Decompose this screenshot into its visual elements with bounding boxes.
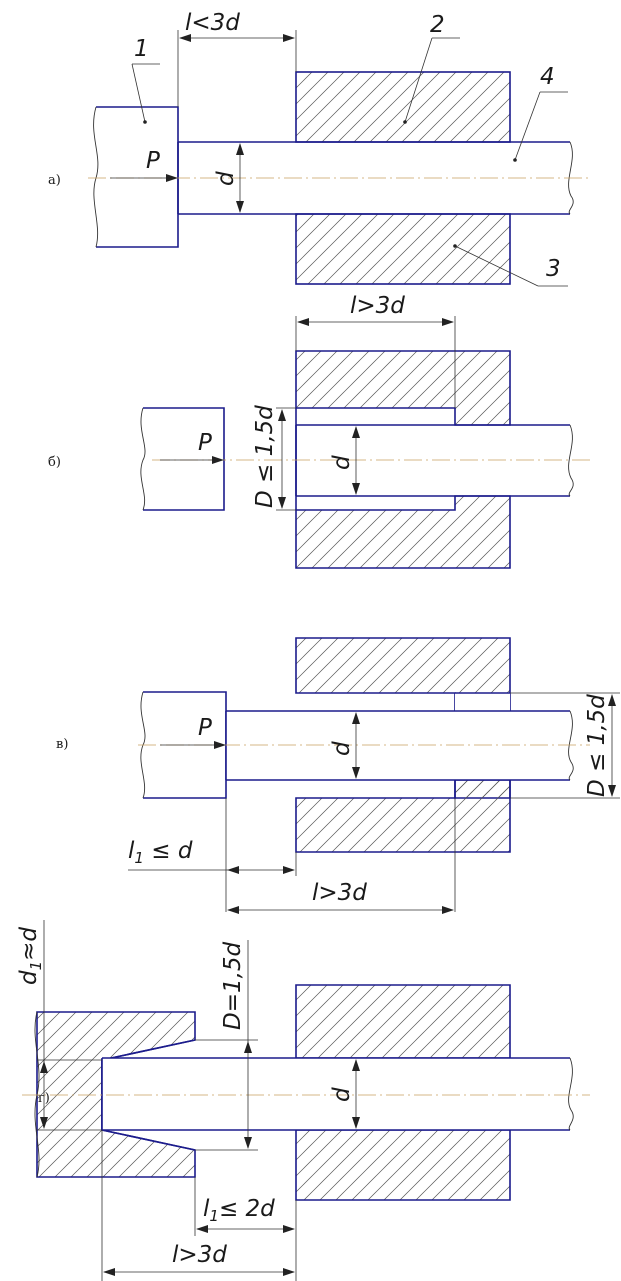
panel-a: а) P d bbox=[48, 10, 590, 287]
panel-g-diameter-label: d bbox=[329, 1087, 355, 1102]
callout-4: 4 bbox=[540, 64, 555, 90]
panel-b-die-upper bbox=[295, 350, 511, 426]
panel-b-length-label: l>3d bbox=[350, 293, 405, 319]
panel-a-case-label: а) bbox=[48, 173, 61, 188]
panel-a-force-label: P bbox=[146, 148, 160, 174]
panel-b-hole-dim: D ≤ 1,5d bbox=[252, 405, 296, 511]
panel-v-bar bbox=[225, 710, 574, 781]
die-upper-2 bbox=[295, 71, 511, 143]
panel-a-force-arrow: P bbox=[110, 148, 178, 182]
panel-v-force-arrow: P bbox=[160, 715, 226, 749]
panel-g-gap-dim: l1≤ 2d bbox=[194, 1177, 297, 1281]
panel-b-force-label: P bbox=[198, 430, 212, 456]
panel-g-hole-dim: D=1,5d bbox=[195, 940, 258, 1151]
panel-b-force-arrow: P bbox=[160, 430, 224, 464]
panel-b: б) P d D ≤ bbox=[48, 293, 590, 569]
panel-v: в) P d D ≤ 1,5 bbox=[56, 637, 620, 914]
die-lower-3 bbox=[295, 213, 511, 285]
panel-b-length-dim: l>3d bbox=[295, 293, 456, 408]
callout-2: 2 bbox=[430, 12, 445, 38]
panel-g-diameter-dim: d bbox=[329, 1059, 360, 1129]
panel-a-diameter-dim: d bbox=[213, 143, 244, 213]
panel-b-hole-label: D ≤ 1,5d bbox=[252, 405, 278, 508]
panel-a-diameter-label: d bbox=[213, 171, 239, 186]
panel-a-callouts: 1 2 3 4 bbox=[131, 12, 568, 287]
panel-b-case-label: б) bbox=[48, 455, 61, 470]
callout-3: 3 bbox=[546, 256, 561, 282]
panel-g-gap-label: l1≤ 2d bbox=[203, 1196, 275, 1225]
panel-g-die-lower bbox=[295, 1129, 511, 1201]
panel-g-punch-dia-dim: d1≈d bbox=[16, 920, 102, 1131]
panel-a-length-dim: l<3d bbox=[177, 10, 297, 107]
panel-a-length-label: l<3d bbox=[185, 10, 240, 36]
panel-v-hole-dim: D ≤ 1,5d bbox=[510, 692, 620, 799]
panel-g: г) d D=1,5d bbox=[16, 920, 590, 1281]
panel-g-bar bbox=[101, 1057, 574, 1131]
panel-g-hole-label: D=1,5d bbox=[220, 941, 246, 1030]
panel-v-length-dim: l>3d bbox=[227, 798, 456, 914]
panel-g-punch-dia-label: d1≈d bbox=[16, 927, 45, 985]
panel-v-diameter-label: d bbox=[329, 741, 355, 756]
panel-v-length-label: l>3d bbox=[312, 880, 367, 906]
panel-g-length-label: l>3d bbox=[172, 1242, 227, 1268]
panel-v-case-label: в) bbox=[56, 737, 68, 752]
panel-g-length-dim: l>3d bbox=[101, 1130, 295, 1281]
panel-b-bar bbox=[295, 424, 574, 497]
panel-b-diameter-dim: d bbox=[329, 426, 360, 495]
panel-v-diameter-dim: d bbox=[329, 712, 360, 779]
panel-v-force-label: P bbox=[198, 715, 212, 741]
callout-1: 1 bbox=[134, 36, 149, 62]
panel-b-die-lower bbox=[295, 495, 511, 569]
panel-b-punch bbox=[140, 407, 225, 511]
panel-g-die-upper bbox=[295, 984, 511, 1059]
panel-v-hole-label: D ≤ 1,5d bbox=[584, 694, 610, 797]
punch-1 bbox=[93, 106, 179, 248]
panel-b-diameter-label: d bbox=[329, 455, 355, 470]
panel-v-die-lower bbox=[295, 779, 511, 853]
panel-v-gap-label: l1 ≤ d bbox=[128, 838, 193, 867]
panel-v-gap-dim: l1 ≤ d bbox=[128, 798, 297, 912]
